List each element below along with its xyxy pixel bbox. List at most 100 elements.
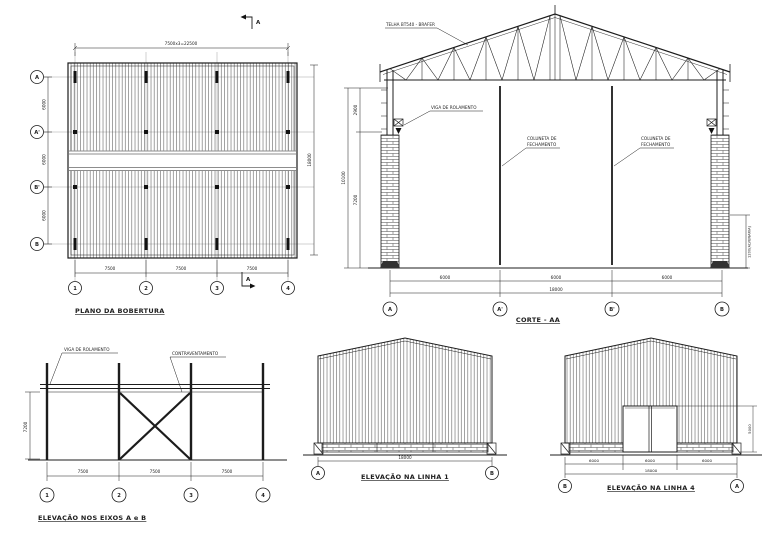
section-cut-marker-top: A <box>240 14 261 29</box>
l4-dim-1: 6000 <box>589 458 599 463</box>
elevation-linha-1: 18000 A B ELEVAÇÃO NA LINHA 1 <box>303 337 507 481</box>
truss-web-members <box>389 14 721 81</box>
ab-crane-beam-label: VIGA DE ROLAMENTO <box>49 347 118 385</box>
l4-title: ELEVAÇÃO NA LINHA 4 <box>607 483 695 492</box>
l1-masonry-base <box>321 442 489 453</box>
l4-dims-bottom: 6000 6000 6000 18000 <box>564 455 738 478</box>
l4-grid-bubbles: B A <box>558 479 744 493</box>
ab-dim-1: 7500 <box>78 469 89 474</box>
ab-dim-height-text: 7200 <box>23 421 28 432</box>
coluneta2-line2: FECHAMENTO <box>641 142 671 147</box>
coluneta2-line1: COLUNETA DE <box>641 136 671 141</box>
colunetas <box>499 86 613 265</box>
corte-bubble-b1: B' <box>609 307 615 313</box>
plan-dim-left-3: 6000 <box>42 210 47 221</box>
eave-fascias <box>379 64 731 82</box>
masonry-pillar-left <box>380 134 400 269</box>
roof-outline <box>67 62 298 259</box>
masonry-pillar-right <box>710 134 730 269</box>
crane-beam-bracket-right <box>706 118 717 134</box>
coluneta1-line1: COLUNETA DE <box>527 136 557 141</box>
corte-dims-left: 2900 7200 10100 <box>341 87 388 269</box>
ab-columns <box>45 363 265 460</box>
elevation-linha-4: 5000 6000 6000 6000 18000 B A ELEVAÇÃO N… <box>550 337 762 493</box>
section-cut-marker-bottom: A <box>241 272 256 289</box>
l4-bubble-right: A <box>735 484 739 490</box>
corte-bubble-a: A <box>388 307 392 313</box>
elevation-eixos-ab: VIGA DE ROLAMENTO CONTRAVENTAMENTO 7200 … <box>23 347 287 522</box>
plan-dims-bottom: 7500 7500 7500 <box>74 260 289 277</box>
l4-bubble-left: B <box>563 484 567 490</box>
roof-plan: 7500x3=22500 6000 6000 6000 18000 7500 7… <box>30 14 318 315</box>
roof-plan-title: PLANO DA BOBERTURA <box>75 307 165 315</box>
ab-dim-height: 7200 <box>23 391 40 460</box>
ab-x-bracing <box>119 392 191 460</box>
corte-dim-masonry: 1200(ALVENARIA) <box>730 214 752 269</box>
corte-dim-bay1: 6000 <box>440 275 451 280</box>
ab-bubble-4: 4 <box>261 493 265 499</box>
ab-bubble-2: 2 <box>117 493 121 499</box>
l1-base-dividers <box>376 443 434 452</box>
plan-dim-top: 7500x3=22500 <box>72 41 291 56</box>
coluneta1-line2: FECHAMENTO <box>527 142 557 147</box>
ab-bracing-label: CONTRAVENTAMENTO <box>169 351 226 393</box>
l4-end-feet <box>560 442 742 455</box>
plan-dim-top-text: 7500x3=22500 <box>165 41 198 46</box>
coluneta-label-2: COLUNETA DE FECHAMENTO <box>613 136 674 167</box>
corte-dim-column: 7200 <box>353 194 358 205</box>
l4-door <box>622 405 678 453</box>
l4-dim-total: 18000 <box>645 468 658 473</box>
ab-crane-beam-label-text: VIGA DE ROLAMENTO <box>64 347 110 352</box>
l1-dim: 18000 <box>317 455 493 466</box>
plan-dim-left-2: 6000 <box>42 154 47 165</box>
l4-masonry-left <box>568 442 624 453</box>
wall-girts <box>381 89 729 130</box>
ridge-band <box>69 150 296 171</box>
roof-sheet-label-text: TELHA BT540 - BRAFER <box>385 22 435 27</box>
grid-bubble-4: 4 <box>286 286 290 292</box>
corte-grid-bubbles: A A' B' B <box>382 301 730 317</box>
corte-dim-overall: 10100 <box>341 171 346 185</box>
l4-building <box>564 337 738 444</box>
corte-dims-bottom: 6000 6000 6000 18000 <box>389 270 723 297</box>
plan-col-bubbles: 1 2 3 4 <box>68 281 295 295</box>
l4-door-dim: 5000 <box>677 405 757 453</box>
corte-title: CORTE - AA <box>516 316 560 324</box>
l1-fascia <box>318 340 492 360</box>
corte-dim-bay2: 6000 <box>551 275 562 280</box>
l1-bubble-right: B <box>490 471 494 477</box>
section-marker-letter-top: A <box>256 20 261 26</box>
l4-door-dim-text: 5000 <box>747 424 752 434</box>
grid-bubble-3: 3 <box>215 286 219 292</box>
roof-sheet-label: TELHA BT540 - BRAFER <box>385 22 469 46</box>
crane-beam-bracket-left <box>393 118 404 134</box>
corte-bubble-a1: A' <box>497 307 503 313</box>
corte-bubble-b: B <box>720 307 724 313</box>
l4-dim-2: 6000 <box>645 458 655 463</box>
grid-bubble-a: A <box>35 75 39 81</box>
l4-fascia <box>565 340 737 360</box>
l1-bubble-left: A <box>316 471 320 477</box>
plan-row-bubbles: A A' B' B <box>30 70 44 251</box>
column-base-right <box>710 261 730 268</box>
plan-dim-bottom-1: 7500 <box>105 266 116 271</box>
grid-bubble-a1: A' <box>34 130 40 136</box>
l1-title: ELEVAÇÃO NA LINHA 1 <box>361 472 449 481</box>
ab-bubble-3: 3 <box>189 493 193 499</box>
l1-building <box>317 337 493 444</box>
coluneta-label-1: COLUNETA DE FECHAMENTO <box>501 136 560 167</box>
l1-grid-bubbles: A B <box>311 466 499 480</box>
grid-bubble-2: 2 <box>144 286 148 292</box>
ab-dim-2: 7500 <box>150 469 161 474</box>
ab-crane-beam <box>40 384 270 389</box>
crane-beam-label-text: VIGA DE ROLAMENTO <box>431 105 477 110</box>
ab-title: ELEVAÇÃO NOS EIXOS A e B <box>38 513 146 522</box>
grid-bubble-b: B <box>35 242 39 248</box>
steel-columns <box>386 70 724 135</box>
plan-dim-bottom-2: 7500 <box>176 266 187 271</box>
section-marker-letter-bottom: A <box>246 277 251 283</box>
corte-dim-bay3: 6000 <box>662 275 673 280</box>
section-corte-aa: TELHA BT540 - BRAFER VIGA DE ROLAMENTO C… <box>341 5 752 324</box>
ab-dim-3: 7500 <box>222 469 233 474</box>
plan-dim-right: 18000 <box>307 64 318 256</box>
